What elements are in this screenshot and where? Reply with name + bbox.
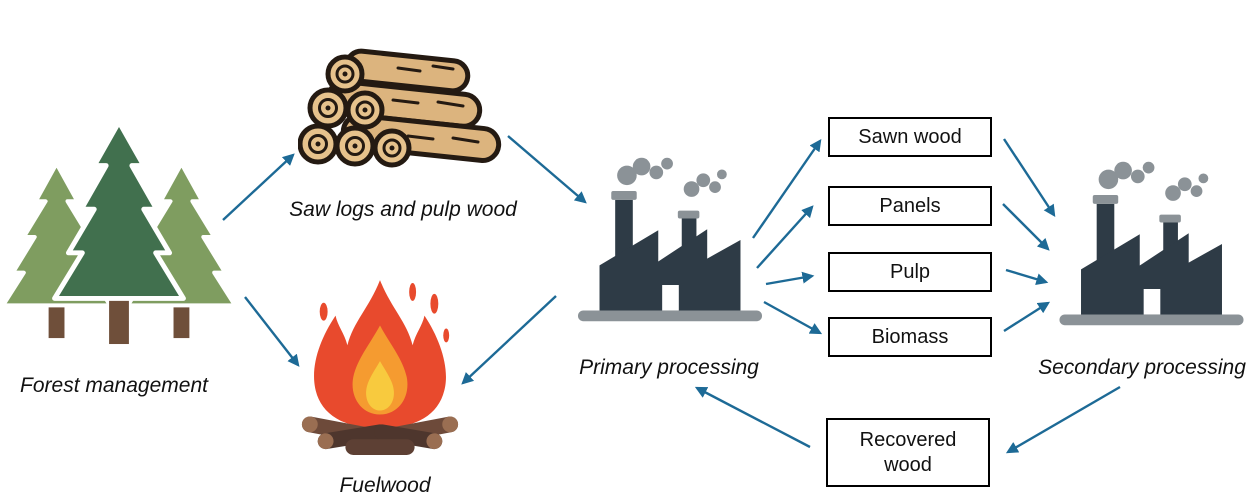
arrow-secondary-to-recovered [1005,385,1121,454]
recovered-wood-box: Recovered wood [826,418,990,487]
arrow-panels-to-secondary [1002,203,1050,251]
arrow-pulp-to-secondary [1005,268,1049,285]
factory-icon [577,157,763,322]
sawn-wood-box-label: Sawn wood [858,125,962,148]
arrow-primary-to-biomass [763,300,823,335]
campfire-icon [301,280,459,455]
sawn-wood-box: Sawn wood [828,117,992,157]
secondary-processing-label: Secondary processing [1038,356,1246,379]
biomass-box: Biomass [828,317,992,357]
arrow-biomass-to-secondary [1003,301,1051,333]
panels-box-label: Panels [879,194,941,217]
panels-box: Panels [828,186,992,226]
arrow-primary-to-pulp [765,271,815,286]
arrow-recovered-to-primary [694,386,811,449]
biomass-box-label: Biomass [871,325,949,348]
primary-processing-label: Primary processing [579,356,759,379]
arrow-forest-to-fuelwood [244,296,300,367]
arrow-primary-to-fuelwood [461,295,557,385]
fuelwood-label: Fuelwood [339,474,431,497]
saw-logs-label: Saw logs and pulp wood [289,198,517,221]
factory-icon [1059,161,1244,326]
log-pile-icon [298,48,502,168]
forest-management-label: Forest management [20,374,208,397]
pulp-box-label: Pulp [889,260,931,283]
arrow-sawn-wood-to-secondary [1002,138,1056,218]
pine-trees-icon [5,119,233,345]
recovered-wood-box-label: Recovered wood [859,428,957,476]
pulp-box: Pulp [828,252,992,292]
